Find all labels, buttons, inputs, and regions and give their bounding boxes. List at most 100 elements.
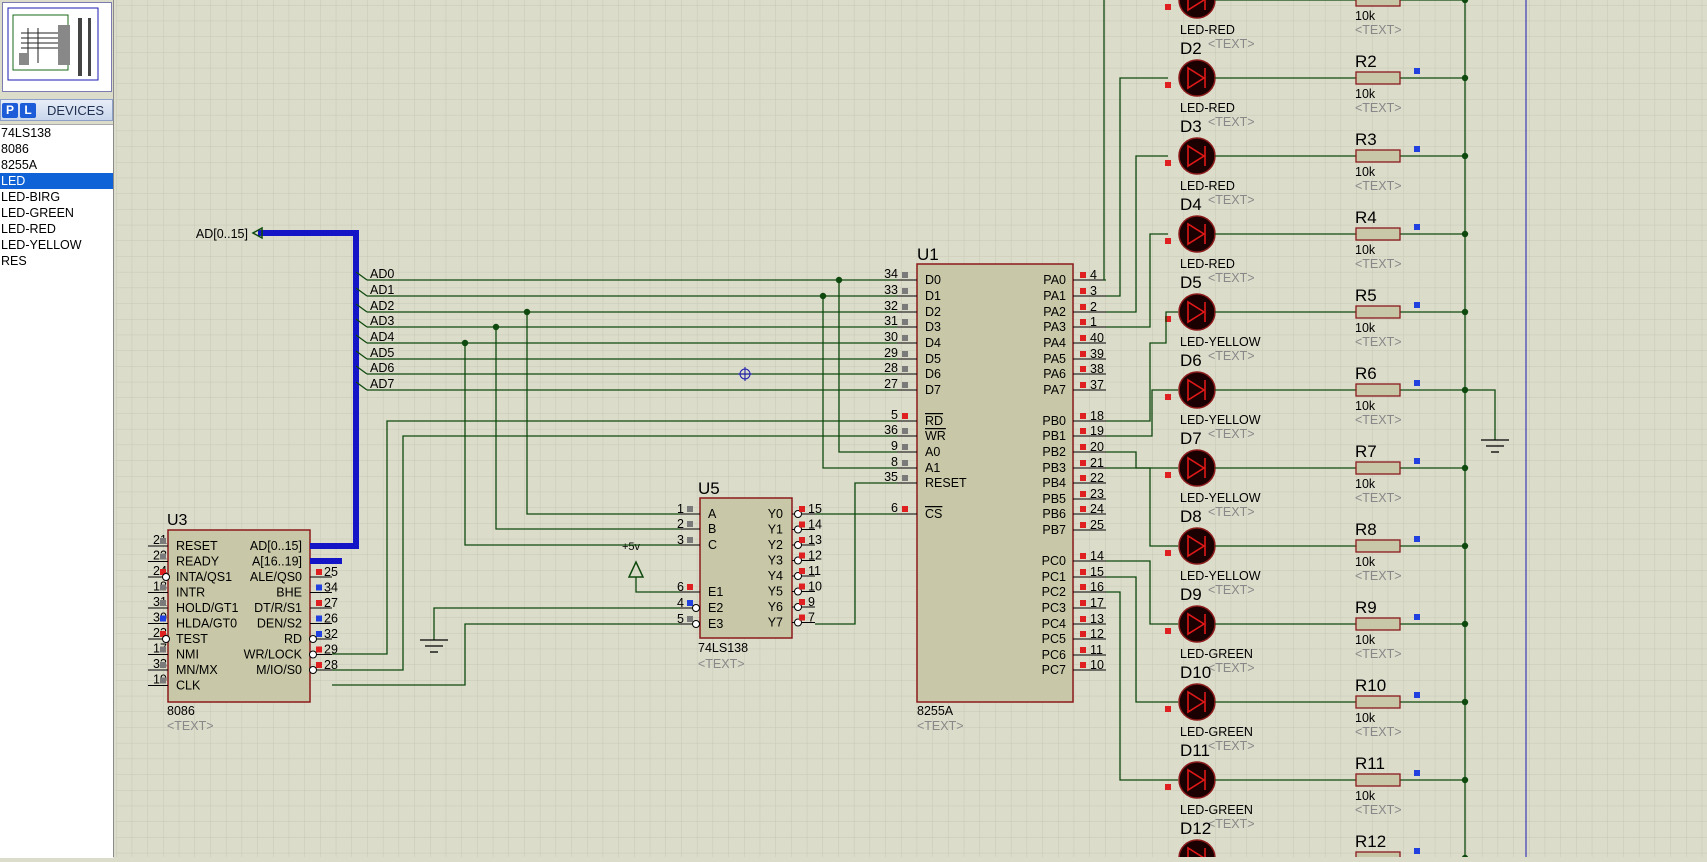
led-ref: D9 <box>1180 585 1202 604</box>
pin-marker <box>687 506 693 512</box>
pick-devices-button[interactable]: P <box>2 103 18 118</box>
pin-number: 26 <box>324 612 338 626</box>
device-item[interactable]: 8255A <box>1 158 38 172</box>
pin-name: A0 <box>925 445 940 459</box>
pin-number: 12 <box>808 549 822 563</box>
pin-number: 7 <box>808 611 815 625</box>
led-symbol <box>1187 378 1206 402</box>
pin-marker <box>902 444 908 450</box>
pin-marker <box>160 569 166 575</box>
bus-entry <box>355 365 368 375</box>
pc-wire <box>1106 560 1178 625</box>
pin-name: AD[0..15] <box>250 539 302 553</box>
overview-window[interactable] <box>2 2 112 92</box>
device-item[interactable]: LED-YELLOW <box>1 238 82 252</box>
bus-terminal <box>251 226 263 240</box>
pin-marker <box>799 521 805 528</box>
resistor-ref: R5 <box>1355 286 1377 305</box>
resistor-body <box>1355 227 1401 241</box>
inversion-bubble <box>794 556 802 565</box>
pin-marker <box>902 506 908 512</box>
pin-number: 9 <box>891 439 898 453</box>
led-text: <TEXT> <box>1208 193 1255 207</box>
net-label: AD3 <box>370 314 394 328</box>
pin-marker <box>902 319 908 325</box>
pin-number: 10 <box>808 580 822 594</box>
led-body <box>1178 137 1216 175</box>
pin-marker <box>1414 770 1420 776</box>
device-item[interactable]: LED <box>0 173 113 189</box>
pin-marker <box>160 631 166 637</box>
device-item[interactable]: LED-RED <box>1 222 56 236</box>
inversion-bubble <box>794 572 802 580</box>
pin-marker <box>1080 600 1086 606</box>
pin-name: PA4 <box>1043 336 1066 350</box>
pin-name: M/IO/S0 <box>256 663 302 677</box>
pin-name: PB0 <box>1042 414 1066 428</box>
pin-name: CLK <box>176 679 201 693</box>
pin-number: 14 <box>808 518 822 532</box>
pin-marker <box>160 584 166 591</box>
resistor-body <box>1355 851 1401 862</box>
pin-marker <box>1080 366 1086 372</box>
pin-marker <box>902 272 908 278</box>
resistor-value: 10k <box>1355 633 1376 647</box>
led-ref: D7 <box>1180 429 1202 448</box>
pin-marker <box>1080 491 1086 497</box>
pc-wire <box>1106 591 1178 781</box>
pin-name: PB1 <box>1042 429 1066 443</box>
led-text: <TEXT> <box>1208 427 1255 441</box>
device-item[interactable]: LED-BIRG <box>1 190 61 204</box>
pin-number: 27 <box>884 377 898 391</box>
pb-wire <box>1106 389 1178 437</box>
pin-number: 35 <box>884 470 898 484</box>
pin-marker <box>160 615 166 622</box>
pa-wire <box>1106 77 1168 297</box>
inversion-bubble <box>162 635 170 643</box>
pin-number: 21 <box>1090 456 1104 470</box>
pin-number: 2 <box>677 517 684 531</box>
led-ref: D5 <box>1180 273 1202 292</box>
pin-marker <box>1080 647 1086 653</box>
resistor-value: 10k <box>1355 555 1376 569</box>
pin-number: 30 <box>884 330 898 344</box>
u1-ref: U1 <box>917 245 939 264</box>
resistor-body <box>1355 383 1401 397</box>
pin-marker <box>799 583 805 590</box>
bus-entry <box>355 381 368 391</box>
pin-number: 11 <box>808 564 821 578</box>
pin-marker <box>1165 82 1171 88</box>
pin-marker <box>1165 160 1171 166</box>
rd-wire <box>332 420 897 655</box>
pin-name: MN/MX <box>176 663 218 677</box>
u1-part: 8255A <box>917 704 954 718</box>
device-item[interactable]: 74LS138 <box>1 126 52 140</box>
device-item[interactable]: LED-GREEN <box>1 206 74 220</box>
pin-name: RESET <box>176 539 218 553</box>
pin-marker <box>160 662 166 668</box>
pin-name: Y7 <box>768 616 783 630</box>
led-type: LED-GREEN <box>1180 647 1253 661</box>
device-item[interactable]: RES <box>1 254 27 268</box>
pin-name: TEST <box>176 632 208 646</box>
library-manager-button[interactable]: L <box>20 103 36 118</box>
pin-marker <box>1414 68 1420 74</box>
pin-marker <box>1414 848 1420 854</box>
overview-thumbnail <box>7 7 99 81</box>
pin-marker <box>316 569 322 575</box>
resistor-ref: R6 <box>1355 364 1377 383</box>
pin-number: 39 <box>1090 347 1104 361</box>
pin-name: PC3 <box>1042 601 1066 615</box>
pin-name: NMI <box>176 648 199 662</box>
pin-marker <box>1080 460 1086 466</box>
net-label: AD5 <box>370 346 394 360</box>
pin-marker <box>1080 288 1086 294</box>
pin-marker <box>902 335 908 341</box>
resistor-value: 10k <box>1355 321 1376 335</box>
device-item[interactable]: 8086 <box>1 142 29 156</box>
pin-name: Y0 <box>768 507 783 521</box>
pin-marker <box>799 537 805 543</box>
pin-marker <box>1080 584 1086 590</box>
